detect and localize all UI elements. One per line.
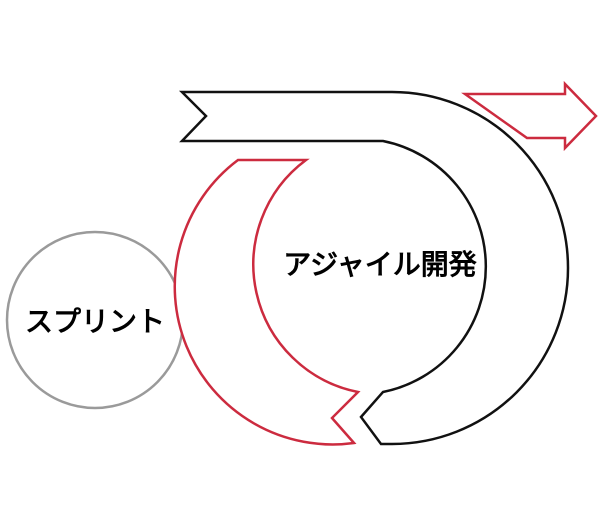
agile-development-label: アジャイル開発 [283,248,477,281]
sprint-node: スプリント [5,230,185,410]
black-cycle-arrow [178,90,570,446]
sprint-label: スプリント [25,305,165,338]
red-cycle-arrow [173,158,361,446]
red-output-arrow [461,80,598,152]
